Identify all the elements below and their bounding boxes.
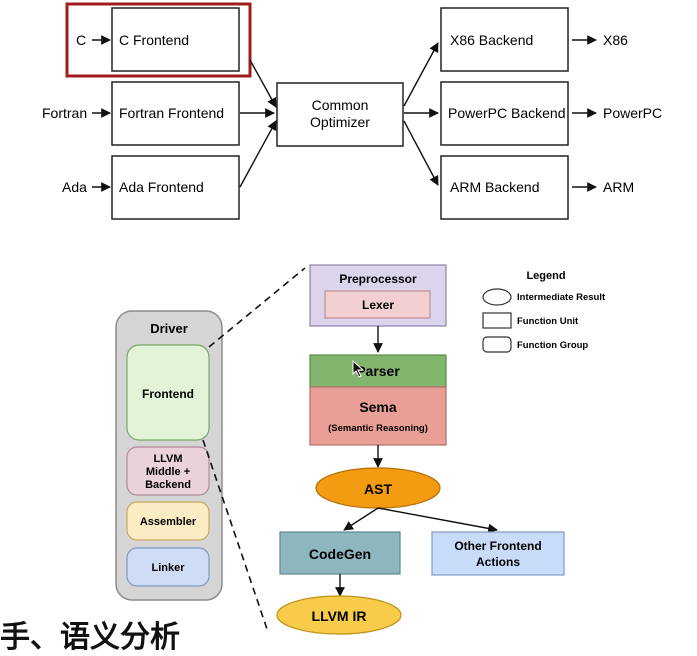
legend-title: Legend <box>526 270 565 282</box>
output-powerpc: PowerPC <box>603 105 662 121</box>
legend-group-icon <box>482 336 512 353</box>
lexer-box <box>324 290 431 319</box>
output-x86: X86 <box>603 32 628 48</box>
optimizer-label-line2: Optimizer <box>310 114 370 130</box>
other-frontend-box <box>431 531 565 576</box>
ast-label: AST <box>364 481 392 497</box>
driver-llvm-line3: Backend <box>145 479 191 491</box>
ast-to-other-arrow <box>377 507 498 534</box>
legend-item-unit: Function Unit <box>517 316 579 327</box>
legend-item-intermediate: Intermediate Result <box>517 292 606 303</box>
input-ada: Ada <box>62 179 87 195</box>
legend-unit-icon <box>482 312 512 329</box>
fortran-frontend-box <box>111 81 240 146</box>
arm-backend-box <box>440 155 569 220</box>
ada-frontend-box <box>111 155 240 220</box>
x86-backend-label: X86 Backend <box>450 32 533 48</box>
ada-to-optimizer-arrow <box>239 120 277 188</box>
preprocessor-label: Preprocessor <box>339 272 417 286</box>
zoom-line-bottom <box>202 439 269 633</box>
driver-llvm-line2: Middle + <box>146 466 190 478</box>
input-c: C <box>76 32 86 48</box>
overlay-caption: 手、语义分析 <box>0 620 180 655</box>
codegen-box <box>279 531 401 575</box>
legend-ellipse-icon <box>482 288 512 306</box>
parser-label: Parser <box>356 363 400 379</box>
driver-llvm-line1: LLVM <box>153 453 182 465</box>
arm-backend-label: ARM Backend <box>450 179 539 195</box>
optimizer-label-line1: Common <box>312 97 369 113</box>
powerpc-backend-box <box>440 81 569 146</box>
other-frontend-line1: Other Frontend <box>454 539 541 553</box>
sema-box <box>309 386 447 446</box>
parser-box <box>309 354 447 388</box>
driver-assembler-label: Assembler <box>140 516 197 528</box>
driver-frontend-box <box>126 344 210 441</box>
input-fortran: Fortran <box>42 105 87 121</box>
common-optimizer-box <box>276 82 404 147</box>
driver-linker-label: Linker <box>151 562 185 574</box>
llvm-ir-ellipse <box>276 595 402 635</box>
driver-assembler-box <box>126 501 210 541</box>
driver-linker-box <box>126 547 210 587</box>
llvm-ir-label: LLVM IR <box>312 608 367 624</box>
ada-frontend-label: Ada Frontend <box>119 179 204 195</box>
powerpc-backend-label: PowerPC Backend <box>448 105 566 121</box>
c-frontend-box <box>111 7 240 72</box>
x86-backend-box <box>440 7 569 72</box>
fortran-frontend-label: Fortran Frontend <box>119 105 224 121</box>
optimizer-to-arm-arrow <box>403 120 439 186</box>
sema-sublabel: (Semantic Reasoning) <box>328 423 428 434</box>
llvm-architecture-diagram: C Fortran Ada C Frontend Fortran Fronten… <box>42 2 662 635</box>
c-to-optimizer-arrow <box>249 59 277 108</box>
driver-title: Driver <box>150 321 188 336</box>
other-frontend-line2: Actions <box>476 555 520 569</box>
ast-to-codegen-arrow <box>343 507 379 531</box>
c-frontend-highlight <box>65 2 252 78</box>
c-frontend-label: C Frontend <box>119 32 189 48</box>
optimizer-to-x86-arrow <box>403 42 439 107</box>
mouse-cursor-icon <box>352 360 365 378</box>
zoom-line-top <box>208 267 306 348</box>
output-arm: ARM <box>603 179 634 195</box>
lexer-label: Lexer <box>362 298 394 312</box>
legend-item-group: Function Group <box>517 340 588 351</box>
sema-label: Sema <box>359 399 397 415</box>
codegen-label: CodeGen <box>309 546 371 562</box>
driver-llvm-box <box>126 446 210 496</box>
driver-frontend-label: Frontend <box>142 387 194 401</box>
